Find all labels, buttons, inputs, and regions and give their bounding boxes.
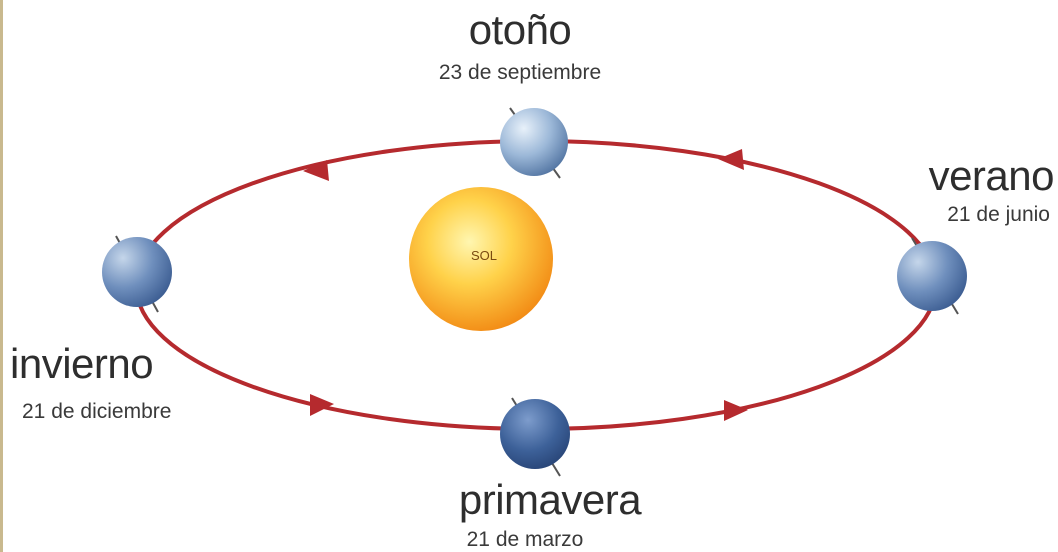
orbit-arrow-top-right bbox=[718, 149, 744, 170]
orbit-arrow-top-left bbox=[303, 160, 329, 181]
winter-label: invierno bbox=[10, 340, 154, 387]
earth-summer bbox=[897, 237, 967, 315]
orbit-arrow-bottom-left bbox=[310, 394, 334, 416]
earth-autumn bbox=[500, 107, 568, 179]
summer-date: 21 de junio bbox=[947, 203, 1050, 226]
spring-date: 21 de marzo bbox=[466, 528, 584, 551]
sun: SOL bbox=[409, 187, 553, 331]
earth-spring bbox=[500, 397, 570, 477]
winter-date: 21 de diciembre bbox=[22, 400, 172, 423]
spring-label: primavera bbox=[458, 476, 642, 523]
frame-edge bbox=[0, 0, 3, 552]
autumn-date: 23 de septiembre bbox=[438, 61, 602, 84]
orbit-arrow-bottom-right bbox=[724, 400, 748, 421]
earth-winter bbox=[102, 235, 172, 313]
autumn-label: otoño bbox=[468, 6, 572, 53]
summer-label: verano bbox=[928, 152, 1055, 199]
sun-label: SOL bbox=[471, 248, 497, 263]
